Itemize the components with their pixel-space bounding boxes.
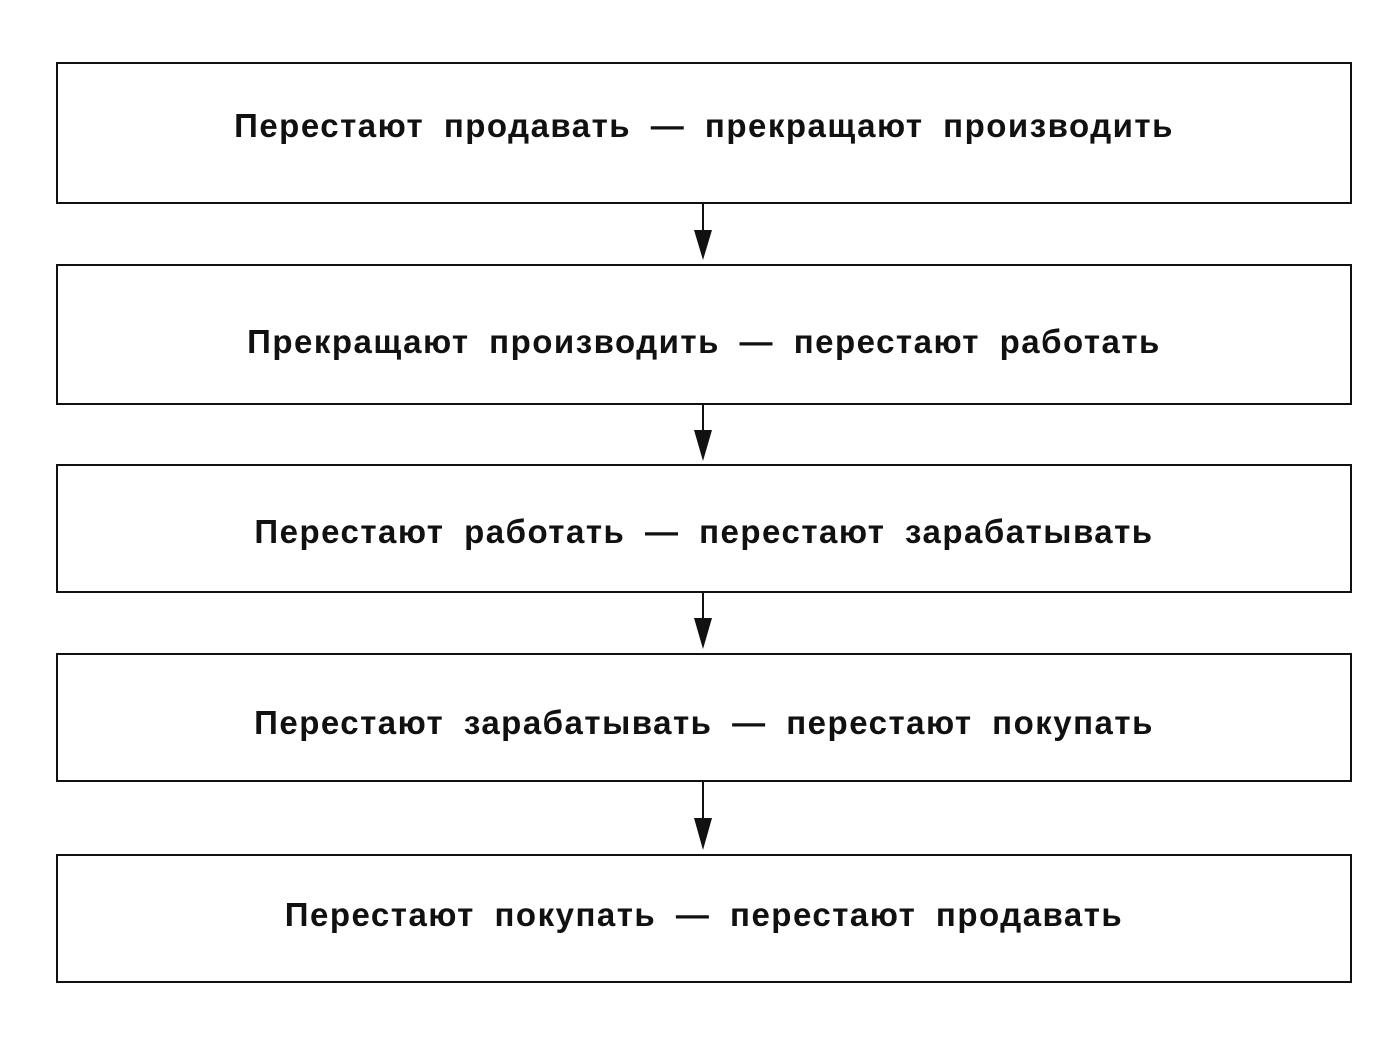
flow-step-3-label: Перестают работать — перестают зарабатыв… — [254, 512, 1154, 550]
arrow-4-to-5 — [694, 782, 712, 850]
flow-step-2: Прекращают производить — перестают работ… — [56, 264, 1352, 405]
flow-step-1: Перестают продавать — прекращают произво… — [56, 62, 1352, 204]
arrow-2-to-3 — [694, 405, 712, 461]
flow-step-4-label: Перестают зарабатывать — перестают покуп… — [254, 703, 1154, 741]
arrow-1-to-2 — [694, 204, 712, 260]
flow-step-3: Перестают работать — перестают зарабатыв… — [56, 464, 1352, 593]
flow-step-5: Перестают покупать — перестают продавать — [56, 854, 1352, 983]
flow-step-4: Перестают зарабатывать — перестают покуп… — [56, 653, 1352, 782]
flow-step-5-label: Перестают покупать — перестают продавать — [284, 895, 1124, 933]
flow-step-1-label: Перестают продавать — прекращают произво… — [234, 107, 1174, 144]
flow-step-2-label: Прекращают производить — перестают работ… — [247, 322, 1161, 360]
arrow-3-to-4 — [694, 593, 712, 649]
